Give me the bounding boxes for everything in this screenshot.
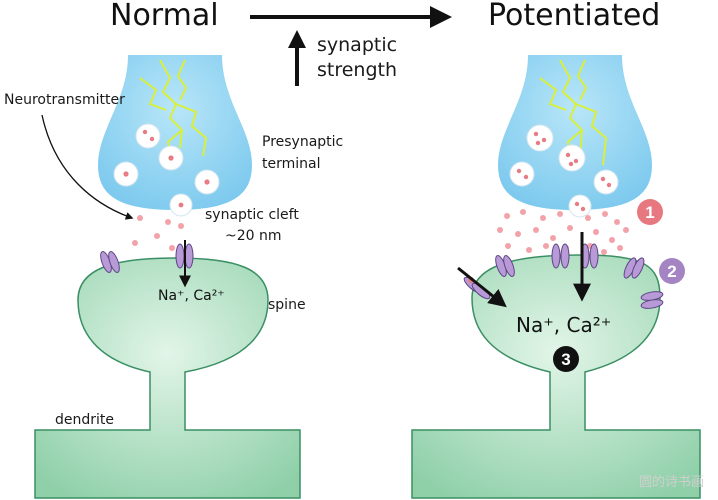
marker-1: 1 — [637, 199, 663, 225]
neurotransmitter-label: Neurotransmitter — [4, 92, 125, 108]
marker-1-number: 1 — [645, 203, 654, 222]
presynaptic-terminal-right — [498, 55, 652, 210]
presynaptic-label-line2: terminal — [262, 156, 321, 172]
potentiated-synapse — [411, 55, 701, 499]
normal-title: Normal — [110, 0, 219, 33]
vesicle — [194, 169, 220, 195]
vesicle — [558, 144, 586, 172]
spine-right — [411, 254, 701, 499]
dendrite-label: dendrite — [55, 412, 115, 428]
ion-flow-arrow-right-side — [457, 266, 507, 308]
marker-2-number: 2 — [667, 262, 676, 281]
vesicle — [169, 193, 193, 217]
presynaptic-label-line1: Presynaptic — [262, 134, 344, 150]
marker-3: 3 — [553, 346, 579, 372]
vesicle — [526, 124, 554, 152]
potentiated-title: Potentiated — [488, 0, 661, 33]
spine-label: spine — [268, 297, 306, 313]
vesicle — [509, 161, 535, 187]
vesicle — [158, 145, 184, 171]
neurotransmitter-dots-left — [132, 215, 184, 251]
neurotransmitter-pointer — [41, 114, 134, 220]
vesicles-left — [113, 123, 220, 217]
synaptic-strength-label-line1: synaptic — [317, 34, 398, 56]
synaptic-strength-label-line2: strength — [317, 59, 398, 81]
normal-to-potentiated-arrow — [250, 6, 452, 28]
neurotransmitter-dots-right — [497, 209, 629, 255]
watermark: 圆的诗书画 — [638, 475, 704, 490]
vesicle — [135, 123, 161, 149]
vesicle — [593, 169, 619, 195]
axon-filaments-left — [139, 59, 208, 159]
normal-synapse — [34, 55, 301, 499]
synaptic-cleft-label: synaptic cleft — [205, 207, 299, 223]
ions-label-right: Na⁺, Ca²⁺ — [516, 313, 612, 337]
marker-2: 2 — [659, 258, 685, 284]
receptors-left — [100, 243, 194, 273]
presynaptic-terminal-left — [98, 55, 252, 210]
vesicles-right — [509, 124, 619, 218]
cleft-width-label: ~20 nm — [225, 228, 282, 244]
marker-3-number: 3 — [561, 350, 570, 369]
vesicle — [568, 194, 592, 218]
synaptic-strength-arrow — [288, 30, 306, 86]
vesicle — [113, 161, 139, 187]
ions-label-left: Na⁺, Ca²⁺ — [158, 288, 225, 304]
